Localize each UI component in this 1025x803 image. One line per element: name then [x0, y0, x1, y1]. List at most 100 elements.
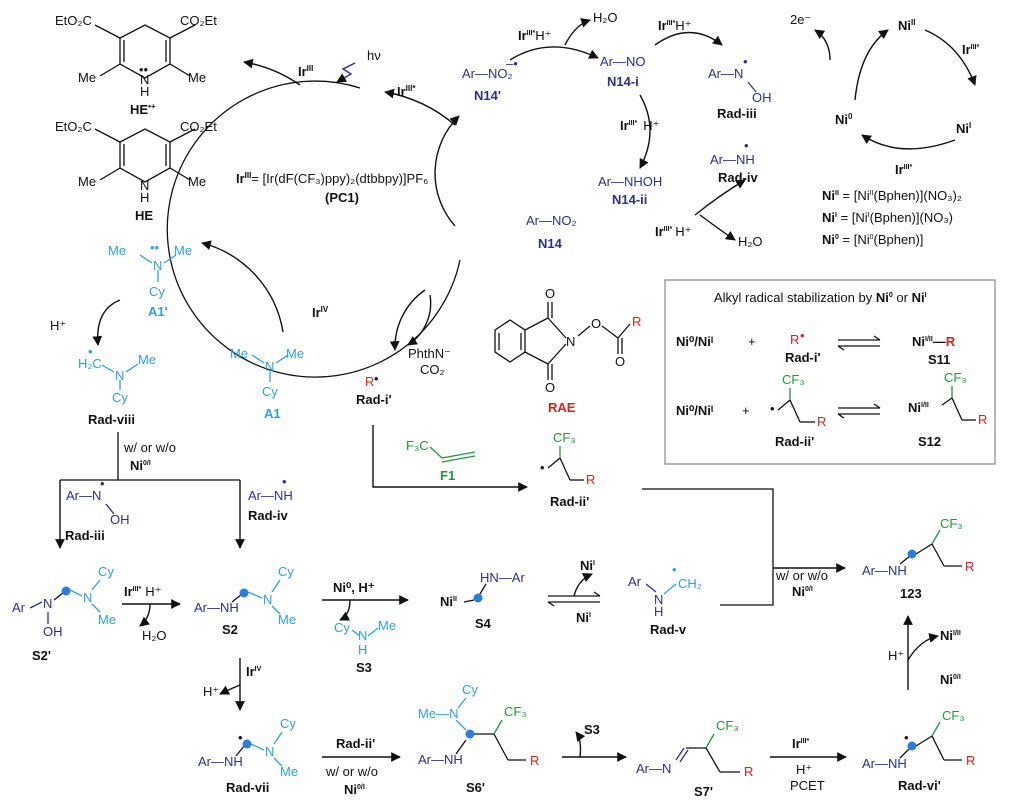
rae-label: RAE: [548, 400, 576, 415]
photocatalyst-cycle: IrIII hν IrIII* IrIV IrIII= [Ir(dF(CF₃)p…: [166, 48, 461, 378]
a1-to-a1p-arrow: [201, 240, 284, 333]
s2p-oh: OH: [43, 624, 63, 639]
rae-r: R: [632, 314, 641, 329]
s4-ni1-top: NiI: [580, 558, 595, 573]
svg-text:•: •: [374, 371, 379, 386]
s6p-men: Me—N: [418, 706, 458, 721]
ir3-label: IrIII: [298, 64, 313, 79]
n14i-label: N14-i: [607, 74, 639, 89]
s7p-pcet: PCET: [790, 778, 825, 793]
radvi-carbon-dot: [907, 741, 917, 751]
box-s11-formula: NiI/II—R: [912, 334, 956, 349]
ni01-label-a: Ni0/I: [130, 458, 151, 473]
s3-n: N: [358, 628, 367, 643]
radv-h: H: [654, 604, 663, 619]
p123-cf3: CF₃: [940, 516, 963, 531]
ir3s-label: IrIII*: [397, 84, 416, 99]
radiv-low-label: Rad-iv: [248, 508, 289, 523]
ni0-label: Ni0: [835, 112, 853, 127]
s6p-cy: Cy: [462, 682, 478, 697]
radviii-structure: H₂C • Me N Cy Rad-viii: [78, 344, 156, 427]
n14i-to-radiii-arrow: [654, 31, 723, 46]
box-radii-label: Rad-ii': [775, 434, 814, 449]
p123-label: 123: [900, 586, 922, 601]
svg-text:•: •: [770, 401, 775, 416]
svg-text:•: •: [800, 328, 805, 343]
he-n: N: [140, 178, 149, 193]
svg-text:•: •: [743, 54, 748, 69]
n14p-ir3s: IrIII*H⁺: [518, 28, 551, 43]
he-h: H: [140, 190, 149, 205]
n14ii-h2o: H₂O: [738, 234, 763, 249]
p123-carbon-dot: [907, 549, 917, 559]
n14-to-radical-arrow: [434, 115, 460, 227]
a1p-n: N: [153, 258, 162, 273]
f1-label: F1: [440, 468, 455, 483]
n14i-ir3s: IrIII*H⁺: [658, 18, 691, 33]
he-rad-h: H: [140, 84, 149, 99]
a1p-cy: Cy: [149, 284, 165, 299]
hv-label: hν: [367, 48, 381, 63]
middle-section: PhthN⁻ CO₂ R • Rad-i' O O N O O: [356, 286, 641, 509]
he-structure: EtO₂C CO₂Et Me Me N H HE: [55, 119, 217, 223]
box-s12-formula: NiI/II: [908, 400, 929, 415]
radv-join-line: [642, 488, 774, 606]
box-plus-b: +: [742, 403, 750, 418]
ni12-label: NiI/II: [940, 628, 961, 643]
ir4-label: IrIV: [312, 305, 329, 320]
radiii-top-formula: Ar—N: [708, 66, 743, 81]
ir4-to-phthn-arrow: [407, 294, 432, 346]
s3-me: Me: [378, 618, 396, 633]
hv-arrow: [336, 62, 356, 83]
he-radical-structure: EtO₂C CO₂Et Me Me N H •• HE•+: [55, 13, 217, 117]
radviii-label: Rad-viii: [88, 412, 135, 427]
ni-cycle-ir3s-a: IrIII*: [962, 42, 980, 57]
radvii-label: Rad-vii: [226, 780, 269, 795]
radvii-arnh: Ar—NH: [198, 754, 243, 769]
p123-r: R: [965, 559, 974, 574]
ir-cycle-arc-top: [384, 88, 456, 126]
n14p-label: N14': [474, 88, 501, 103]
ni01-label-c: Ni0/I: [940, 672, 961, 687]
stabilization-box: Alkyl radical stabilization by Ni0 or Ni…: [664, 279, 996, 465]
s4-hnar: HN—Ar: [480, 570, 525, 585]
svg-text:–•: –•: [506, 56, 518, 71]
svg-text:•: •: [672, 562, 677, 577]
ni-2e-arrow: [814, 29, 831, 61]
s6p-label: S6': [466, 780, 485, 795]
s2p-ar: Ar: [12, 600, 26, 615]
s2-ni0h: Ni⁰, H⁺: [333, 580, 375, 595]
s4-label: S4: [475, 616, 492, 631]
radii-cf3: CF₃: [553, 430, 576, 445]
radvii-carbon-dot: [242, 739, 252, 749]
he-rad-me-left: Me: [78, 70, 96, 85]
box-ni01-a: Ni⁰/Niᴵ: [676, 334, 713, 349]
s6p-structure: Me—N Cy Ar—NH CF₃ R S6': [418, 682, 539, 795]
ni2-to-ni1-arrow: [924, 29, 977, 86]
n14p-to-n14i-arrow: [509, 46, 599, 61]
ni0-to-ni2-arrow: [854, 29, 889, 101]
nitro-reduction: Ar—NO₂ –• N14' IrIII*H⁺ H₂O Ar—NO N14-i …: [462, 10, 772, 251]
radvii-hplus: H⁺: [203, 684, 219, 699]
radv-ar: Ar: [628, 574, 642, 589]
ir-to-he-arrow: [243, 58, 301, 86]
s2-h2o: H₂O: [142, 628, 167, 643]
box-r-b: R: [817, 414, 826, 429]
s4-ni: NiII: [440, 594, 457, 609]
s2-n: N: [263, 592, 272, 607]
radiii-low-oh: OH: [110, 512, 130, 527]
radv-structure: Ar N H • CH₂ Rad-v: [628, 562, 702, 637]
radvi-hplus: H⁺: [888, 648, 904, 663]
ni-def-1: NiII = [NiII(Bphen)](NO₃)₂: [822, 188, 962, 203]
radvi-arnh: Ar—NH: [862, 756, 907, 771]
radi-to-radii-arrow: [372, 425, 528, 492]
radiv-top-label: Rad-iv: [718, 170, 759, 185]
s6p-s3: S3: [584, 722, 600, 737]
ni01-label-d: Ni0/I: [344, 782, 365, 797]
s7p-label: S7': [694, 784, 713, 799]
he-ester-left: EtO₂C: [55, 119, 92, 134]
svg-text:••: ••: [150, 240, 160, 255]
radii-label: Rad-ii': [550, 494, 589, 509]
n14i-h2o: H₂O: [593, 10, 618, 25]
wow-label-a: w/ or w/o: [123, 440, 176, 455]
